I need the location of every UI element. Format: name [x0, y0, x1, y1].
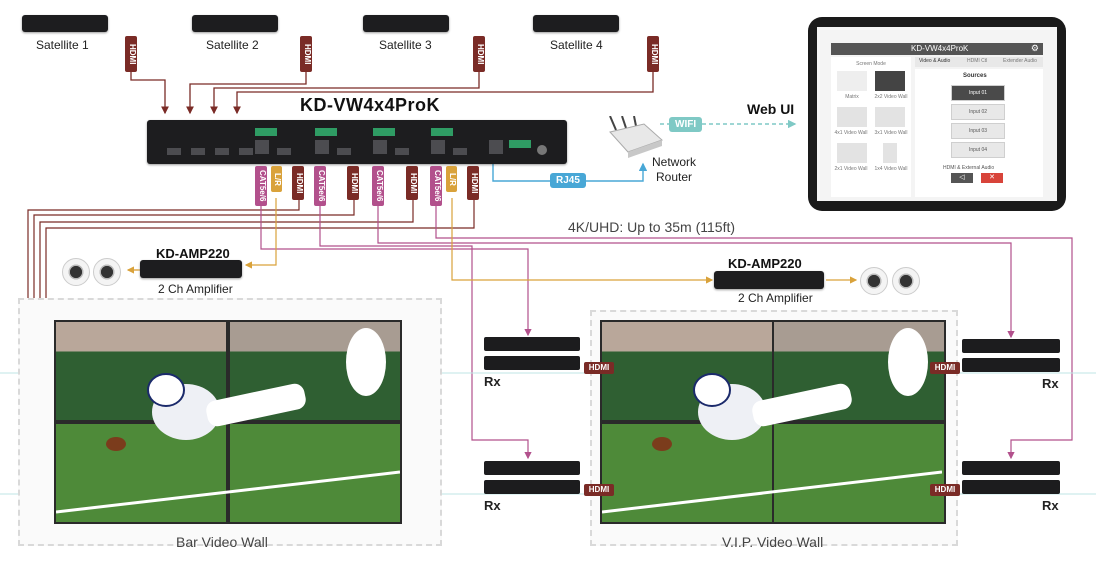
distance-caption: 4K/UHD: Up to 35m (115ft) — [568, 219, 736, 235]
input-03-button[interactable]: Input 03 — [951, 123, 1005, 139]
rx-unit-4b — [962, 480, 1060, 494]
web-ui-tabs: Video & Audio HDMI Ctl Extender Audio — [915, 57, 1043, 67]
cat-tag-2: CAT5e/6 — [314, 166, 326, 206]
wifi-tag: WIFI — [669, 117, 703, 132]
rx-hdmi-tag-3: HDMI — [930, 362, 960, 374]
rx-hdmi-tag-2: HDMI — [584, 484, 614, 496]
main-device — [147, 120, 567, 164]
vip-wall-screen-br — [772, 422, 946, 524]
satellite-1-hdmi-tag: HDMI — [125, 36, 137, 72]
ipad-frame: KD-VW4x4ProK ⚙ Screen Mode Matrix 2x2 Vi… — [808, 17, 1066, 211]
mode-1x4-thumb[interactable] — [883, 143, 897, 163]
sources-panel: Sources Input 01 Input 02 Input 03 Input… — [915, 69, 1043, 197]
vip-wall-caption: V.I.P. Video Wall — [722, 534, 824, 550]
mode-label-3: 3x1 Video Wall — [874, 130, 908, 136]
rx-unit-1b — [484, 356, 580, 370]
satellite-2-device — [192, 15, 278, 32]
bar-wall-caption: Bar Video Wall — [176, 534, 268, 550]
tab-hdmi-ctl[interactable]: HDMI Ctl — [967, 58, 988, 64]
input-04-button[interactable]: Input 04 — [951, 142, 1005, 158]
satellite-2-hdmi-tag: HDMI — [300, 36, 312, 72]
hdmi-out-tag-1: HDMI — [292, 166, 304, 200]
tab-extender-audio[interactable]: Extender Audio — [1003, 58, 1037, 64]
speaker-left-2-icon — [93, 258, 121, 286]
audio-label: HDMI & External Audio — [943, 165, 995, 171]
amp-left-device — [140, 260, 242, 278]
satellite-3-hdmi-tag: HDMI — [473, 36, 485, 72]
hdmi-out-tag-3: HDMI — [406, 166, 418, 200]
satellite-4-label: Satellite 4 — [550, 38, 603, 52]
rj45-tag: RJ45 — [550, 173, 586, 188]
rx-hdmi-tag-4: HDMI — [930, 484, 960, 496]
mode-label-5: 1x4 Video Wall — [874, 166, 908, 172]
web-ui-screen: KD-VW4x4ProK ⚙ Screen Mode Matrix 2x2 Vi… — [817, 27, 1057, 201]
satellite-3-label: Satellite 3 — [379, 38, 432, 52]
cat-tag-3: CAT5e/6 — [372, 166, 384, 206]
mode-label-0: Matrix — [845, 94, 859, 100]
amp-right-device — [714, 271, 824, 289]
satellite-1-label: Satellite 1 — [36, 38, 89, 52]
speaker-right-2-icon — [892, 267, 920, 295]
rx-unit-3b — [962, 358, 1060, 372]
screen-mode-panel: Screen Mode Matrix 2x2 Video Wall 4x1 Vi… — [831, 57, 911, 197]
cat-tag-4: CAT5e/6 — [430, 166, 442, 206]
rx-hdmi-tag-1: HDMI — [584, 362, 614, 374]
lr-tag-2: L/R — [446, 166, 457, 192]
mode-2x2-thumb[interactable] — [875, 71, 905, 91]
satellite-4-device — [533, 15, 619, 32]
speaker-left-1-icon — [62, 258, 90, 286]
router-label-line1: Network — [652, 155, 697, 169]
bar-wall-screen-br — [228, 422, 402, 524]
bar-wall-player-image — [56, 328, 400, 514]
mode-2x1-thumb[interactable] — [837, 143, 867, 163]
main-device-title: KD-VW4x4ProK — [300, 95, 441, 115]
satellite-1-device — [22, 15, 108, 32]
mode-4x1-thumb[interactable] — [837, 107, 867, 127]
rx-label-2: Rx — [484, 498, 501, 513]
settings-gear-icon[interactable]: ⚙ — [1030, 43, 1039, 53]
rx-unit-1a — [484, 337, 580, 351]
rx-unit-4a — [962, 461, 1060, 475]
lr-tag-1: L/R — [271, 166, 282, 192]
satellite-3-device — [363, 15, 449, 32]
satellite-4-hdmi-tag: HDMI — [647, 36, 659, 72]
speaker-right-1-icon — [860, 267, 888, 295]
vip-wall-screen-bl — [600, 422, 774, 524]
cat-tag-1: CAT5e/6 — [255, 166, 267, 206]
vip-wall-player-image — [602, 328, 942, 514]
rx-unit-2b — [484, 480, 580, 494]
amp-left-title: KD-AMP220 — [156, 246, 230, 261]
main-device-ports — [167, 128, 547, 155]
amp-right-title: KD-AMP220 — [728, 256, 802, 271]
hdmi-out-tag-4: HDMI — [467, 166, 479, 200]
sources-label: Sources — [963, 73, 987, 79]
router-icon — [606, 115, 666, 163]
mode-matrix-thumb[interactable] — [837, 71, 867, 91]
satellite-2-label: Satellite 2 — [206, 38, 259, 52]
rx-unit-2a — [484, 461, 580, 475]
mode-label-1: 2x2 Video Wall — [874, 94, 908, 100]
mode-3x1-thumb[interactable] — [875, 107, 905, 127]
input-01-button[interactable]: Input 01 — [951, 85, 1005, 101]
rx-unit-3a — [962, 339, 1060, 353]
tab-video-audio[interactable]: Video & Audio — [919, 58, 951, 64]
bar-wall-screen-bl — [54, 422, 228, 524]
web-ui-label: Web UI — [747, 101, 795, 117]
amp-right-subtitle: 2 Ch Amplifier — [738, 291, 813, 305]
speaker-mute-button[interactable]: ✕ — [981, 173, 1003, 183]
web-ui-app-title: KD-VW4x4ProK — [911, 44, 969, 53]
rx-label-4: Rx — [1042, 498, 1059, 513]
amp-left-subtitle: 2 Ch Amplifier — [158, 282, 233, 296]
hdmi-out-tag-2: HDMI — [347, 166, 359, 200]
input-02-button[interactable]: Input 02 — [951, 104, 1005, 120]
screen-mode-label: Screen Mode — [856, 61, 886, 67]
mode-label-4: 2x1 Video Wall — [834, 166, 868, 172]
speaker-on-button[interactable]: ◁ — [951, 173, 973, 183]
rx-label-1: Rx — [484, 374, 501, 389]
router-label-line2: Router — [656, 170, 693, 184]
mode-label-2: 4x1 Video Wall — [834, 130, 868, 136]
rx-label-3: Rx — [1042, 376, 1059, 391]
web-ui-header: KD-VW4x4ProK ⚙ — [831, 43, 1043, 55]
